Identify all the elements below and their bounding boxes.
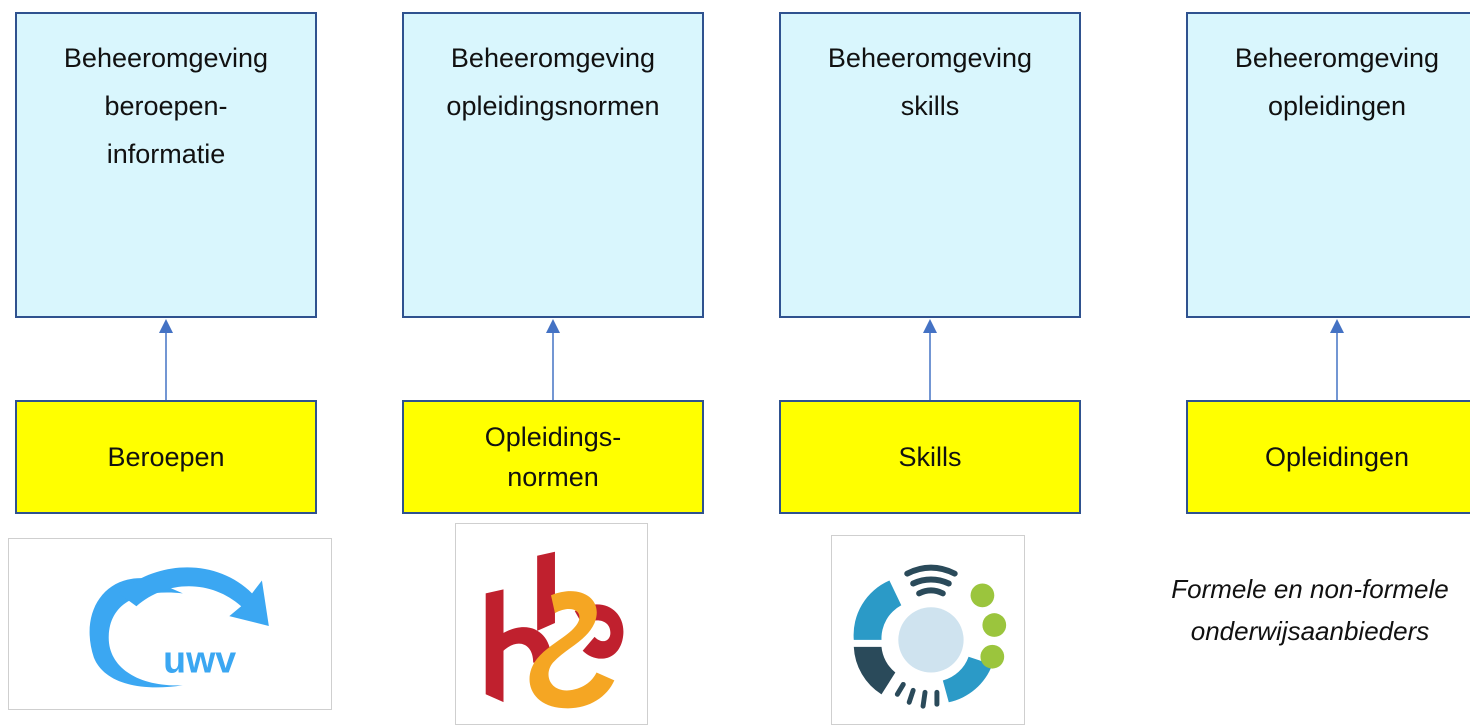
sbb-logo-icon (485, 551, 624, 709)
management-label: Beheeromgeving opleidingsnormen (446, 43, 660, 121)
skills-logo-icon (853, 564, 1007, 709)
management-label: Beheeromgeving opleidingen (1234, 43, 1440, 121)
source-label: Opleidings- normen (484, 422, 622, 492)
sbb-logo (455, 523, 648, 725)
source-box-beroepen: Beroepen (15, 400, 317, 514)
uwv-logo: uwv (8, 538, 332, 710)
skills-logo (831, 535, 1025, 725)
management-label: Beheeromgeving skills (827, 43, 1033, 121)
management-box-skills: Beheeromgeving skills (779, 12, 1081, 318)
svg-text:uwv: uwv (163, 638, 236, 680)
management-box-opleidingsnormen: Beheeromgeving opleidingsnormen (402, 12, 704, 318)
arrow-up-icon (1330, 319, 1344, 400)
source-box-opleidingen: Opleidingen (1186, 400, 1470, 514)
management-label: Beheeromgeving beroepen- informatie (63, 43, 269, 169)
providers-caption: Formele en non-formele onderwijsaanbiede… (1171, 574, 1449, 646)
uwv-logo-icon: uwv (89, 567, 269, 688)
source-label: Skills (898, 442, 962, 472)
arrow-up-icon (546, 319, 560, 400)
source-label: Opleidingen (1264, 442, 1410, 472)
source-label: Beroepen (107, 442, 225, 472)
source-box-skills: Skills (779, 400, 1081, 514)
arrow-up-icon (923, 319, 937, 400)
arrow-up-icon (159, 319, 173, 400)
management-box-beroepen: Beheeromgeving beroepen- informatie (15, 12, 317, 318)
management-box-opleidingen: Beheeromgeving opleidingen (1186, 12, 1470, 318)
source-box-opleidingsnormen: Opleidings- normen (402, 400, 704, 514)
